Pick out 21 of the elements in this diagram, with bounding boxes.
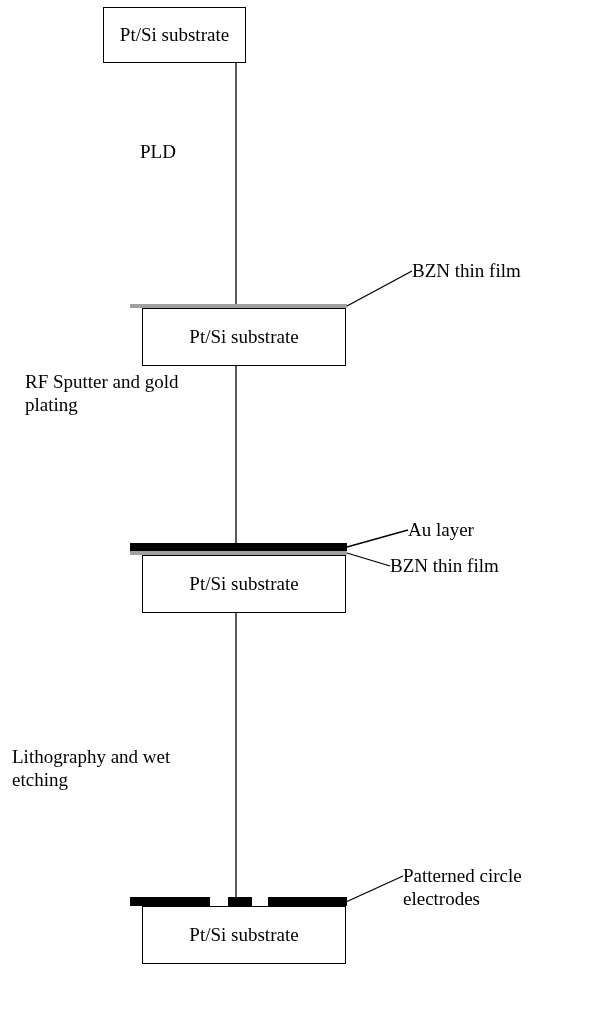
layer-label: BZN thin film: [412, 259, 572, 283]
film-layer: [130, 304, 347, 308]
process-line: [235, 62, 237, 305]
film-layer: [130, 543, 347, 551]
film-layer: [268, 897, 347, 906]
film-layer: [228, 897, 252, 906]
layer-label: Au layer: [408, 518, 508, 542]
substrate-box: Pt/Si substrate: [142, 555, 346, 613]
process-line: [235, 612, 237, 898]
substrate-box: Pt/Si substrate: [142, 906, 346, 964]
substrate-box: Pt/Si substrate: [103, 7, 246, 63]
leader-line: [346, 270, 413, 307]
layer-label: BZN thin film: [390, 554, 550, 578]
film-layer: [130, 551, 347, 555]
process-line: [235, 365, 237, 544]
layer-label: Patterned circle electrodes: [403, 864, 583, 912]
leader-line: [346, 552, 391, 567]
substrate-box: Pt/Si substrate: [142, 308, 346, 366]
leader-line: [346, 875, 404, 903]
leader-line: [346, 529, 409, 548]
film-layer: [130, 897, 210, 906]
